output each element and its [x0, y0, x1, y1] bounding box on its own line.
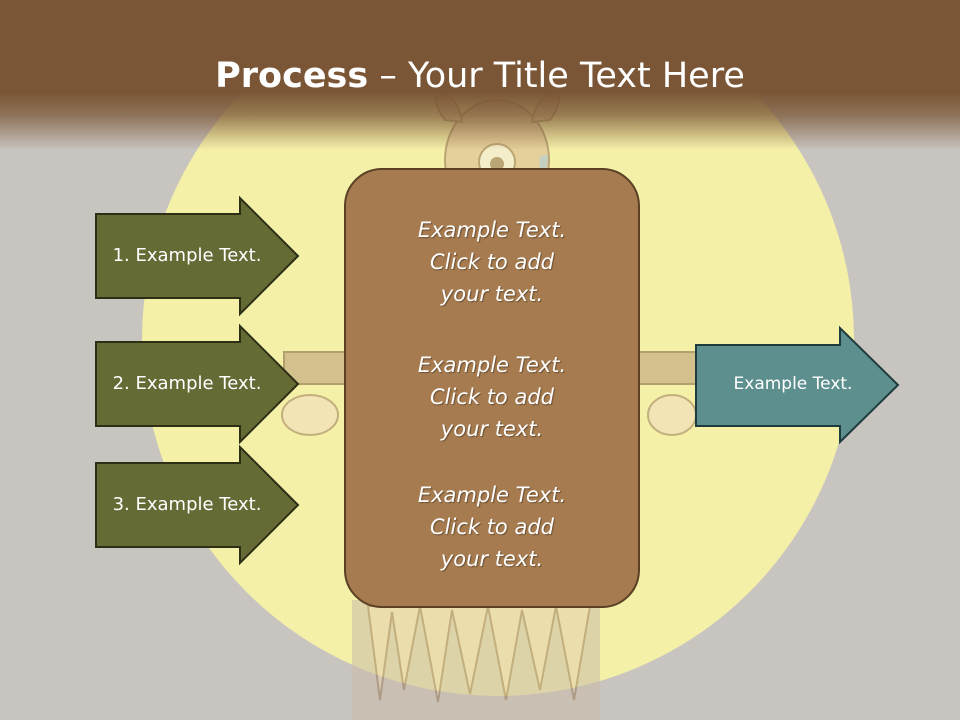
center-block-2: Example Text. Click to add your text.	[346, 349, 638, 445]
center-line: Example Text.	[417, 218, 567, 242]
left-arrow-1-label: 1. Example Text.	[112, 245, 262, 266]
left-arrow-1-shape	[95, 195, 300, 317]
header-band	[0, 0, 960, 150]
right-arrow-shape	[695, 325, 900, 445]
left-arrow-2-shape	[95, 323, 300, 445]
center-line: Example Text.	[417, 353, 567, 377]
title-rest: – Your Title Text Here	[368, 56, 745, 96]
left-arrow-3-label: 3. Example Text.	[112, 494, 262, 515]
center-line: Click to add	[429, 385, 554, 409]
left-arrow-2-label: 2. Example Text.	[112, 373, 262, 394]
center-block-1: Example Text. Click to add your text.	[346, 214, 638, 310]
slide-title: Process – Your Title Text Here	[0, 52, 960, 100]
center-line: your text.	[440, 547, 544, 571]
center-line: your text.	[440, 282, 544, 306]
center-line: your text.	[440, 417, 544, 441]
center-line: Click to add	[429, 515, 554, 539]
center-line: Example Text.	[417, 483, 567, 507]
center-line: Click to add	[429, 250, 554, 274]
title-bold: Process	[215, 56, 369, 96]
left-arrow-3-shape	[95, 444, 300, 566]
center-block-3: Example Text. Click to add your text.	[346, 479, 638, 575]
right-arrow-label: Example Text.	[733, 374, 853, 394]
center-text-box: Example Text. Click to add your text. Ex…	[344, 168, 640, 608]
